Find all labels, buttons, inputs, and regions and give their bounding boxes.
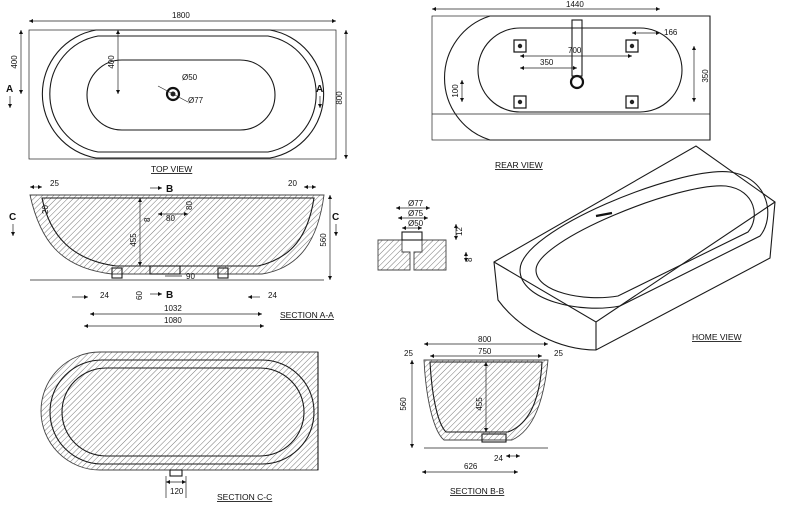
rear-166-dim: 166 <box>664 28 678 37</box>
top-view-outline <box>41 29 325 159</box>
section-c-c-inner <box>61 367 305 457</box>
rear-view: 1440 166 700 350 350 100 REAR VIEW <box>431 0 711 170</box>
section-b-top-marker: B <box>166 184 173 195</box>
aa-60-dim: 60 <box>135 291 144 300</box>
aa-20-dim: 20 <box>288 179 297 188</box>
rear-view-caption: REAR VIEW <box>495 160 543 170</box>
section-a-a-shell <box>29 194 325 275</box>
bb-25-dim: 25 <box>404 349 413 358</box>
section-c-left-marker: C <box>9 212 16 223</box>
top-length-dim: 1800 <box>172 11 190 20</box>
drain-icon <box>165 86 181 102</box>
drain-77-dim: Ø77 <box>188 96 204 105</box>
aa-24-dim: 24 <box>100 291 109 300</box>
top-left-400-dim: 400 <box>10 55 19 69</box>
cc-120-dim: 120 <box>170 487 184 496</box>
rear-350-dim: 350 <box>540 58 554 67</box>
bb-25-right-dim: 25 <box>554 349 563 358</box>
rear-view-frame <box>431 15 711 141</box>
bb-750-dim: 750 <box>478 347 492 356</box>
section-a-left-marker: A <box>6 84 13 95</box>
aa-20-vertical-dim: 20 <box>41 205 50 214</box>
detail-left-block <box>377 239 411 271</box>
bb-455-dim: 455 <box>475 397 484 411</box>
top-view-frame <box>28 29 337 160</box>
drain-detail: Ø77 Ø75 Ø50 12 8 <box>377 199 474 271</box>
aa-1032-dim: 1032 <box>164 304 182 313</box>
top-inner-400-dim: 400 <box>107 55 116 69</box>
section-b-b: 800 750 25 25 560 455 24 626 SECTION B-B <box>399 335 563 496</box>
rear-100-dim: 100 <box>451 84 460 98</box>
home-view: HOME VIEW <box>493 145 776 351</box>
section-a-a-foot-right <box>217 267 229 279</box>
section-a-a-drain <box>149 265 181 275</box>
aa-80-dim: 80 <box>166 214 175 223</box>
bb-24-dim: 24 <box>494 454 503 463</box>
rear-view-basin <box>477 27 683 113</box>
aa-25-dim: 25 <box>50 179 59 188</box>
section-c-c-inner-outer <box>49 359 315 465</box>
rear-overflow-pipe <box>571 19 583 77</box>
section-b-b-drain <box>481 433 507 443</box>
rear-length-dim: 1440 <box>566 0 584 9</box>
section-c-c: 120 SECTION C-C <box>40 351 319 502</box>
section-b-bottom-marker: B <box>166 290 173 301</box>
home-view-caption: HOME VIEW <box>692 332 742 342</box>
detail-drain-cap <box>401 231 423 241</box>
section-b-b-caption: SECTION B-B <box>450 486 505 496</box>
home-view-basin <box>535 185 755 299</box>
section-c-c-drain <box>169 469 183 477</box>
top-view-rim <box>49 35 317 153</box>
section-c-right-marker: C <box>332 212 339 223</box>
drain-50-dim: Ø50 <box>182 73 198 82</box>
home-view-outline <box>493 145 776 351</box>
aa-24-right-dim: 24 <box>268 291 277 300</box>
aa-80-vertical-dim: 80 <box>185 201 194 210</box>
top-view-caption: TOP VIEW <box>151 164 192 174</box>
home-view-rim <box>519 171 769 309</box>
bb-800-dim: 800 <box>478 335 492 344</box>
top-view-basin <box>86 59 276 131</box>
aa-8-dim: 8 <box>143 217 152 222</box>
rear-drain-icon <box>569 74 585 90</box>
rear-view-outline <box>444 15 711 141</box>
section-c-c-caption: SECTION C-C <box>217 492 272 502</box>
detail-77-dim: Ø77 <box>408 199 424 208</box>
aa-90-dim: 90 <box>186 272 195 281</box>
top-view: 1800 800 400 400 Ø50 Ø77 A A TOP VIEW <box>6 11 349 174</box>
section-b-b-inner <box>429 361 543 433</box>
detail-right-block <box>413 239 447 271</box>
aa-1080-dim: 1080 <box>164 316 182 325</box>
aa-455-dim: 455 <box>129 233 138 247</box>
section-a-a-foot-left <box>111 267 123 279</box>
rear-350-vertical-dim: 350 <box>701 69 710 83</box>
detail-12-dim: 12 <box>455 227 464 236</box>
aa-560-dim: 560 <box>319 233 328 247</box>
rear-700-dim: 700 <box>568 46 582 55</box>
section-a-a-caption: SECTION A-A <box>280 310 334 320</box>
section-a-a: 25 20 20 B 80 80 8 455 560 90 60 B 24 24… <box>9 179 339 329</box>
section-c-c-shell <box>40 351 319 471</box>
bb-560-dim: 560 <box>399 397 408 411</box>
home-overflow-icon <box>595 211 613 218</box>
detail-75-dim: Ø75 <box>408 209 424 218</box>
bb-626-dim: 626 <box>464 462 478 471</box>
top-width-dim: 800 <box>335 91 344 105</box>
detail-8-dim: 8 <box>465 257 474 262</box>
section-a-a-inner <box>41 197 315 267</box>
detail-50-dim: Ø50 <box>408 219 424 228</box>
section-a-right-marker: A <box>316 84 323 95</box>
